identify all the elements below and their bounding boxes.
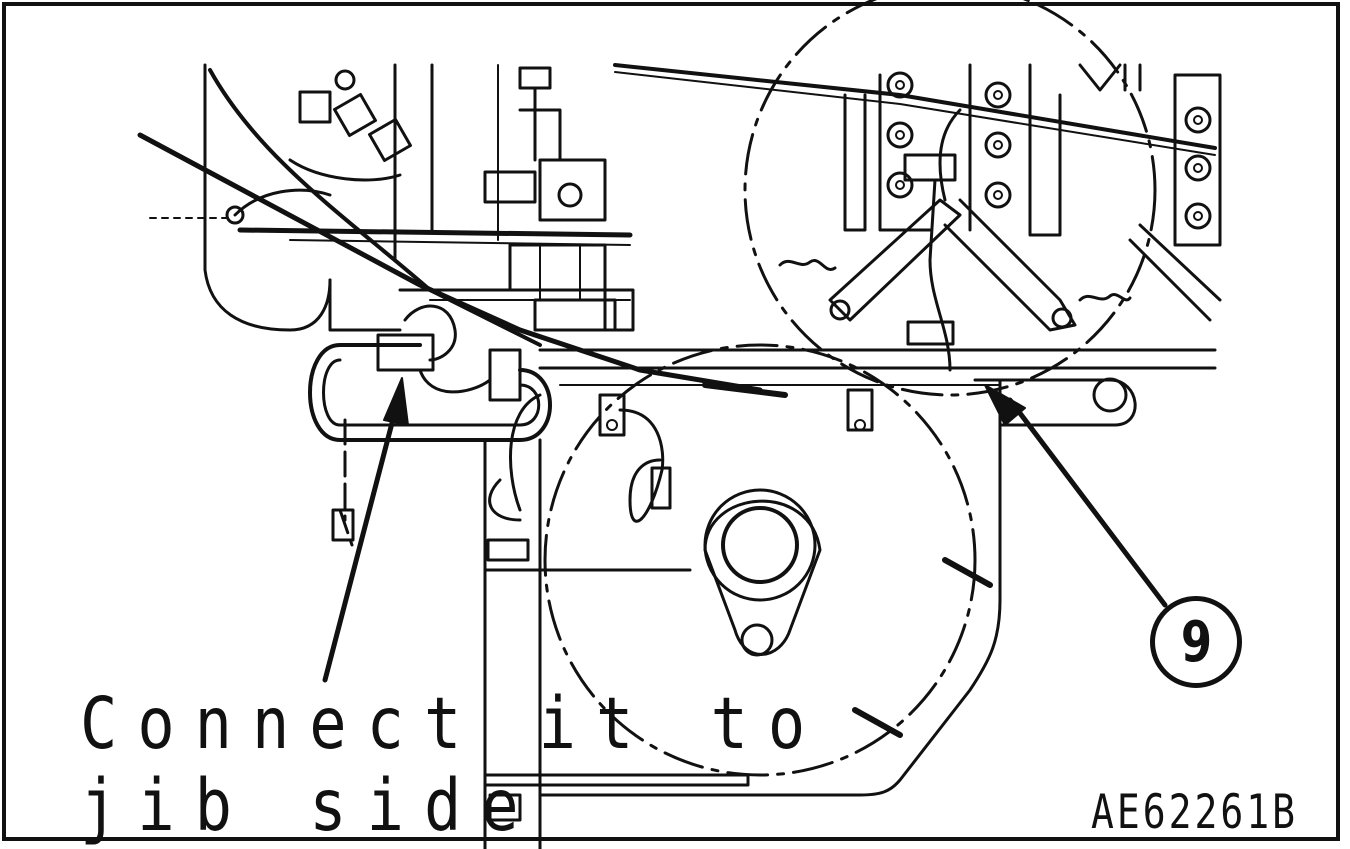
horizontal-beam <box>237 227 633 238</box>
annotation-line-2: jib side <box>80 763 539 848</box>
annotation-line-1: Connect it to <box>80 681 826 766</box>
lower-drum-outline <box>543 343 977 777</box>
cam-plate <box>703 499 822 656</box>
callout-number: 9 <box>1180 609 1212 675</box>
figure-frame <box>2 2 1340 841</box>
top-right-cable <box>613 63 1217 150</box>
jib-leader-line <box>322 397 401 683</box>
callout-leader-line <box>1007 397 1168 608</box>
upper-drum-outline <box>743 0 1157 397</box>
callout-marker: 9 <box>1150 596 1242 688</box>
main-cable <box>137 132 763 393</box>
loop-pipe <box>308 343 552 442</box>
figure-code: AE62261B <box>1090 784 1298 839</box>
cable-upper <box>208 68 542 347</box>
